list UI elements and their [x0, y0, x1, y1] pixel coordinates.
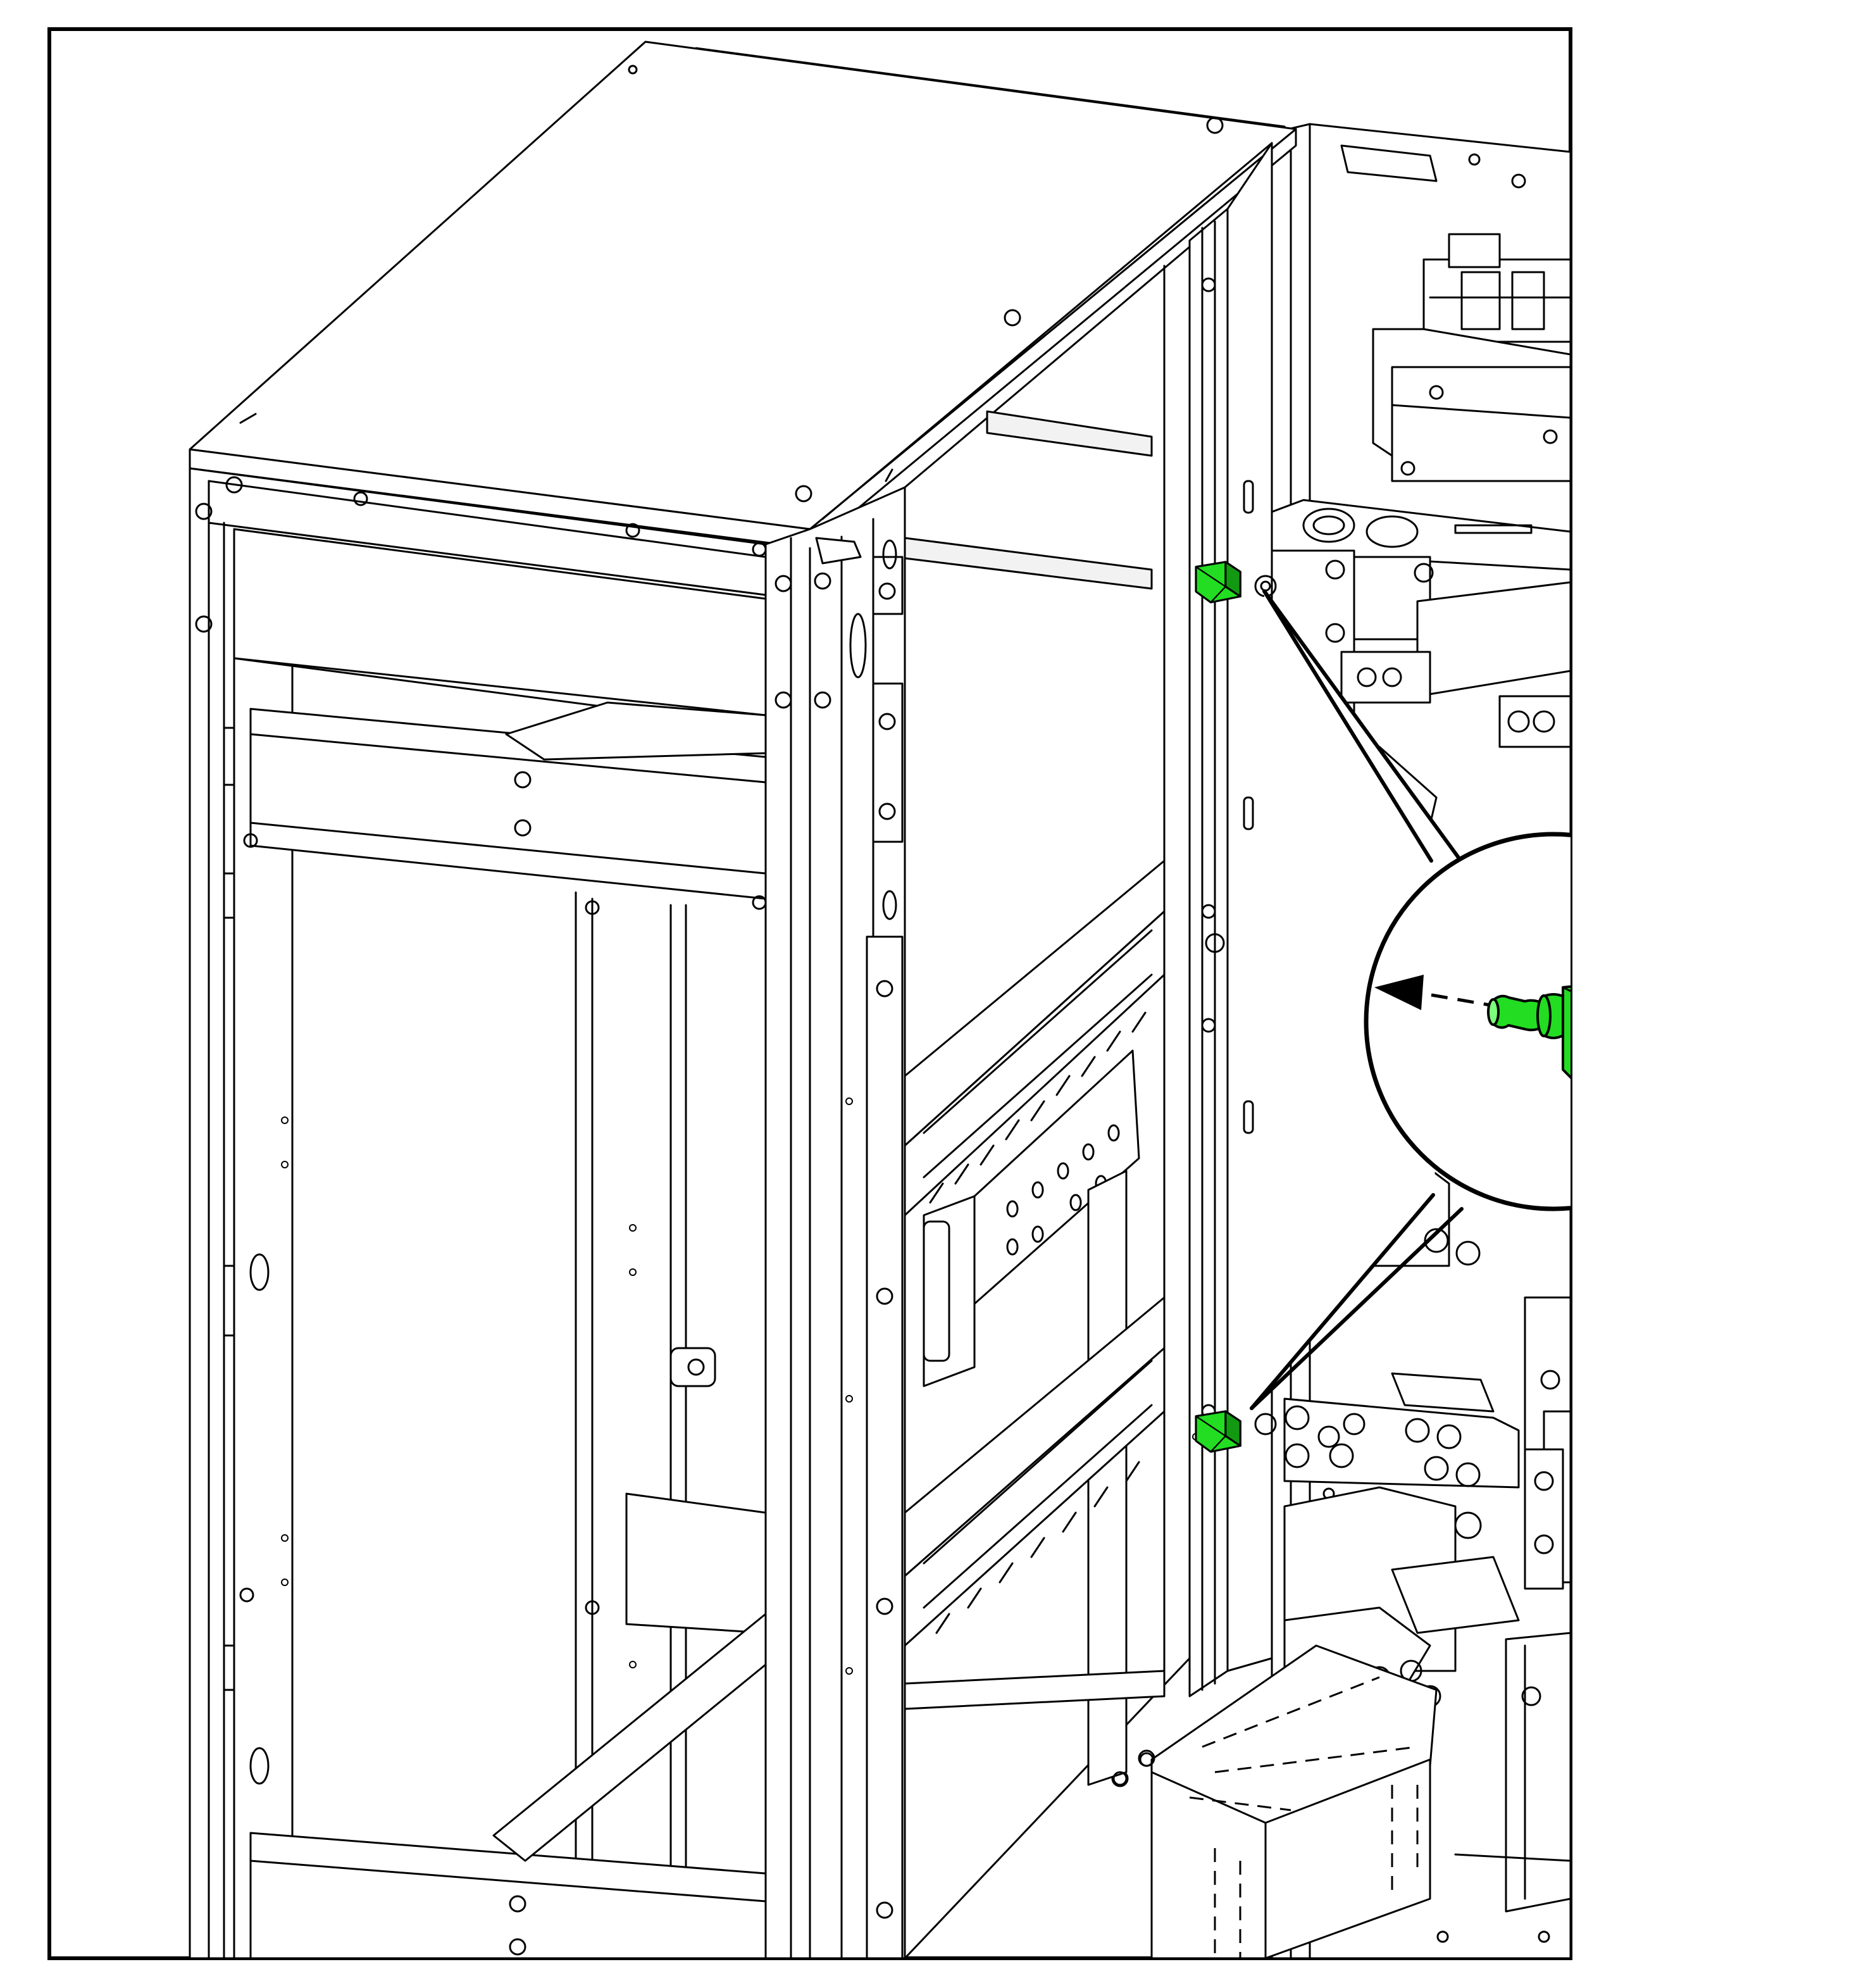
cable-duct-upper [904, 860, 1166, 1216]
cable-duct-lower [904, 1296, 1166, 1647]
insert-direction-arrow [1374, 975, 1491, 1010]
terminal-cover [1111, 1644, 1438, 1958]
alignment-pin-upper [1195, 561, 1241, 604]
contactor [1372, 328, 1571, 482]
side-panel [189, 467, 767, 1958]
detail-callout-leaders [1250, 589, 1464, 1410]
alignment-pin-lower [1195, 1410, 1241, 1453]
alignment-pin-enlarged [1487, 973, 1571, 1090]
perforated-busbar [923, 1049, 1140, 1786]
cabinet-top [189, 41, 1297, 549]
detail-view [1364, 832, 1571, 1211]
inner-frame [904, 246, 1191, 1958]
front-frame [764, 486, 906, 1958]
breaker-block [1422, 233, 1571, 343]
